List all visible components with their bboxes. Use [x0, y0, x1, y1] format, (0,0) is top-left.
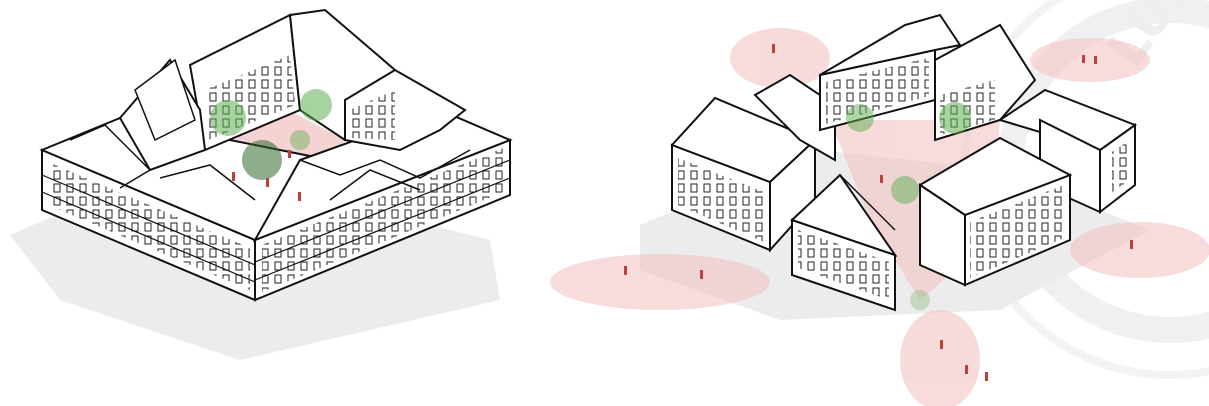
scene-closed-block [10, 10, 510, 360]
scene-open-block [550, 15, 1209, 406]
